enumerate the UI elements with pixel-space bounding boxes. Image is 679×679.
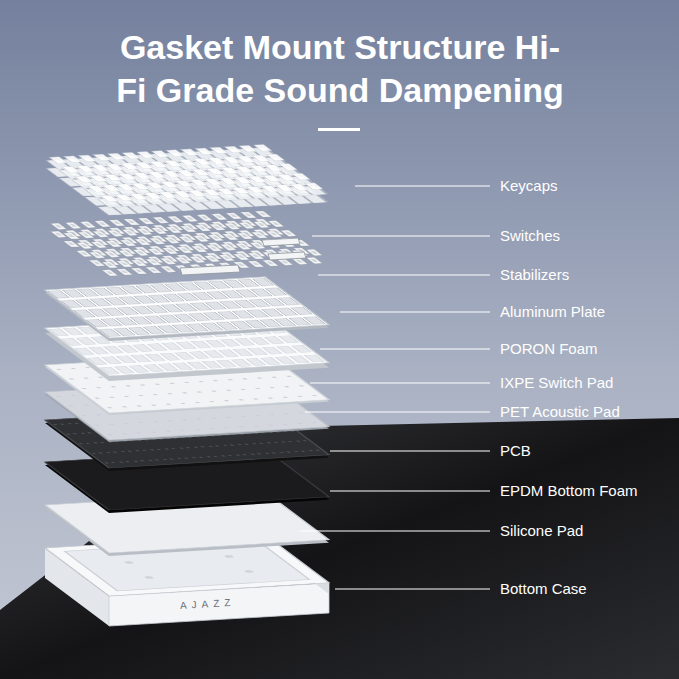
part-label: Silicone Pad [500,521,583,541]
title-divider [318,128,360,131]
part-label: IXPE Switch Pad [500,373,613,393]
part-label: EPDM Bottom Foam [500,481,638,501]
diagram-title: Gasket Mount Structure Hi-Fi Grade Sound… [40,26,640,111]
stabilizers [180,238,306,275]
keycaps [45,143,329,216]
part-label: Aluminum Plate [500,302,605,322]
leader-lines [300,186,490,589]
aluminum-plate [45,277,329,341]
part-label: Switches [500,226,560,246]
part-label: PCB [500,441,531,461]
part-label: PET Acoustic Pad [500,402,620,422]
part-label: Bottom Case [500,579,587,599]
switches [45,209,329,278]
part-label: Keycaps [500,176,558,196]
part-label: Stabilizers [500,265,569,285]
part-label: PORON Foam [500,339,598,359]
